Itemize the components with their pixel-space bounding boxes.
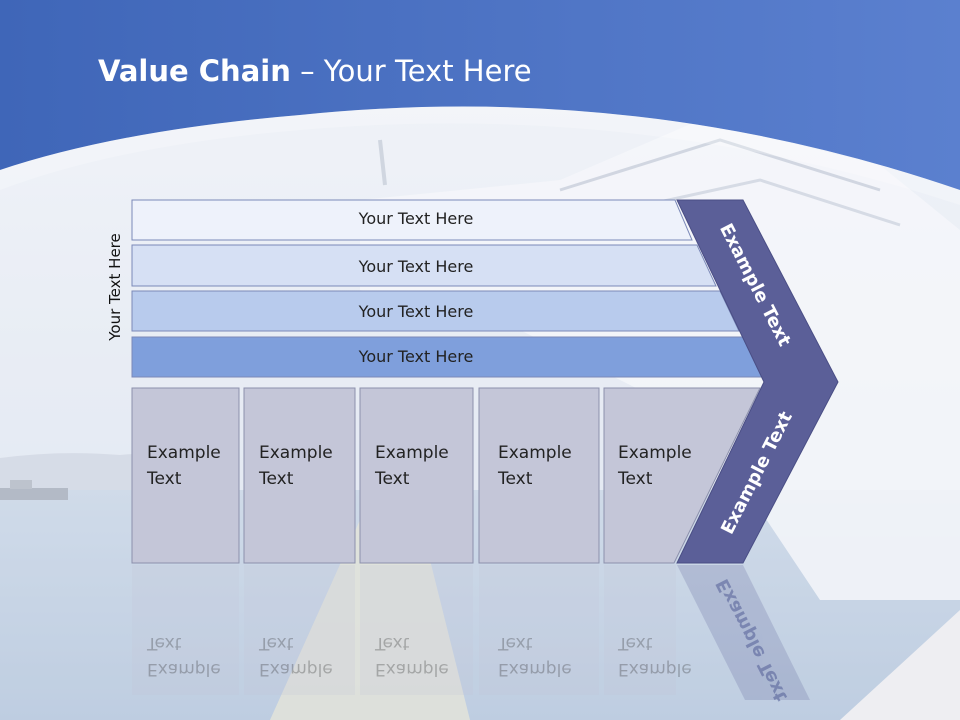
bar-label-4: Your Text Here [358, 347, 474, 366]
column-reflection-4: Example Text [498, 633, 572, 679]
bar-label-2: Your Text Here [358, 257, 474, 276]
column-2-shape [243, 387, 356, 564]
column-4-shape [478, 387, 600, 564]
column-reflection-1: Example Text [147, 633, 221, 679]
reflection-group [132, 565, 810, 700]
chevron-shape [676, 199, 839, 564]
column-5-shape [603, 387, 761, 564]
column-label-5: Example Text [618, 443, 692, 489]
column-reflection-5: Example Text [618, 633, 692, 679]
bar-label-1: Your Text Here [358, 209, 474, 228]
bar-2-shape [131, 244, 717, 287]
column-1-shape [131, 387, 240, 564]
bar-label-3: Your Text Here [358, 302, 474, 321]
column-3-shape [359, 387, 474, 564]
bar-3-shape [131, 290, 740, 332]
column-label-1: Example Text [147, 443, 221, 489]
title-bold: Value Chain [98, 54, 291, 88]
title-rest: – Your Text Here [290, 54, 532, 88]
page-title: Value Chain – Your Text Here [98, 54, 532, 88]
column-label-2: Example Text [259, 443, 333, 489]
side-label: Your Text Here [106, 233, 124, 341]
column-reflection-3: Example Text [375, 633, 449, 679]
column-label-3: Example Text [375, 443, 449, 489]
bar-1-shape [131, 199, 693, 241]
column-reflection-2: Example Text [259, 633, 333, 679]
column-label-4: Example Text [498, 443, 572, 489]
